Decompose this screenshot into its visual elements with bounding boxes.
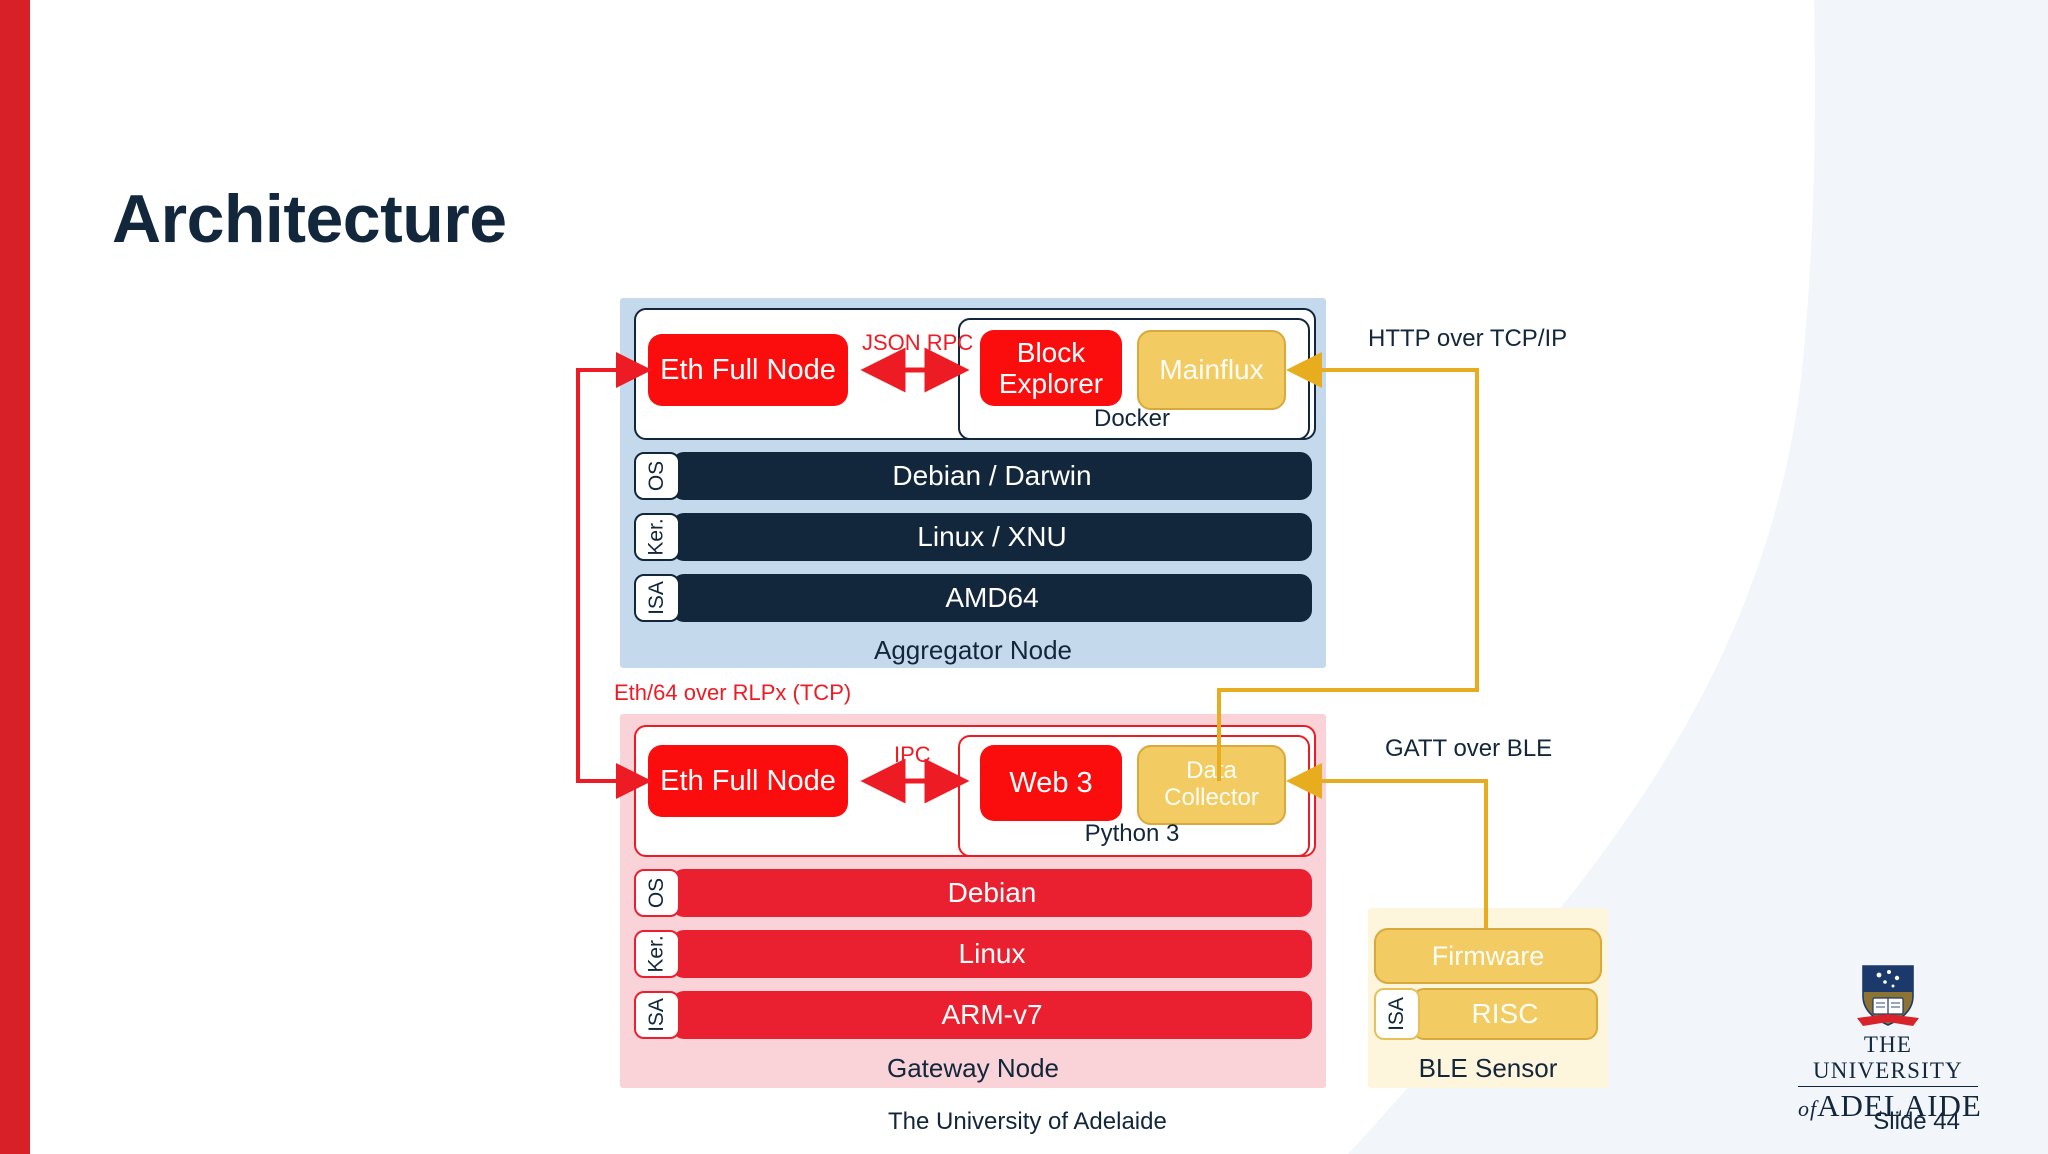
university-name-of: of	[1798, 1096, 1818, 1121]
aggregator-node-caption: Aggregator Node	[873, 635, 1073, 665]
web3-label: Web 3	[1009, 766, 1093, 799]
mainflux-label: Mainflux	[1159, 354, 1264, 386]
ble-sensor-layer-isa-tag-label: ISA	[1384, 997, 1408, 1031]
ble-sensor-layer-isa: ISA RISC	[1374, 988, 1598, 1040]
firmware-label: Firmware	[1431, 940, 1545, 971]
page-title: Architecture	[112, 181, 507, 257]
gateway-layer-isa-tag-label: ISA	[644, 998, 668, 1032]
university-crest-icon	[1857, 965, 1919, 1026]
web3-chip[interactable]: Web 3	[980, 745, 1122, 821]
aggregator-eth-full-node[interactable]: Eth Full Node	[648, 334, 848, 406]
aggregator-layer-os-value: Debian / Darwin	[892, 460, 1092, 491]
gateway-layer-kernel: Ker. Linux	[634, 930, 1312, 978]
aggregator-eth-full-node-label: Eth Full Node	[660, 353, 836, 386]
university-name-line1: THE UNIVERSITY	[1798, 1032, 1978, 1087]
ble-sensor-layer-isa-value: RISC	[1471, 998, 1539, 1029]
data-collector-chip[interactable]: Data Collector	[1137, 745, 1286, 825]
gateway-layer-os-value: Debian	[947, 877, 1037, 908]
ble-sensor-caption: BLE Sensor	[1418, 1053, 1558, 1083]
aggregator-layer-isa-body: AMD64	[672, 574, 1312, 622]
university-name-line2: ofADELAIDE	[1798, 1088, 1981, 1124]
eth64-rlpx-label: Eth/64 over RLPx (TCP)	[614, 680, 852, 705]
aggregator-layer-kernel: Ker. Linux / XNU	[634, 513, 1312, 561]
firmware-chip[interactable]: Firmware	[1374, 928, 1602, 984]
aggregator-layer-isa: ISA AMD64	[634, 574, 1312, 622]
docker-caption: Docker	[1093, 405, 1171, 432]
gatt-over-ble-label: GATT over BLE	[1385, 735, 1553, 762]
gateway-node-caption: Gateway Node	[887, 1053, 1059, 1083]
python3-caption: Python 3	[1084, 820, 1180, 847]
aggregator-layer-kernel-tag: Ker.	[634, 513, 680, 561]
http-over-tcpip-label: HTTP over TCP/IP	[1368, 325, 1568, 352]
aggregator-layer-isa-tag-label: ISA	[644, 581, 668, 615]
gateway-layer-os-tag-label: OS	[645, 877, 668, 909]
aggregator-layer-os-tag-label: OS	[645, 460, 668, 492]
block-explorer-label-line2: Explorer	[998, 368, 1104, 399]
data-collector-label-line1: Data	[1186, 757, 1237, 785]
mainflux-chip[interactable]: Mainflux	[1137, 330, 1286, 410]
json-rpc-label: JSON RPC	[862, 330, 974, 355]
aggregator-layer-os: OS Debian / Darwin	[634, 452, 1312, 500]
aggregator-layer-isa-value: AMD64	[945, 582, 1039, 613]
aggregator-layer-kernel-body: Linux / XNU	[672, 513, 1312, 561]
ble-sensor-layer-isa-body: RISC	[1412, 988, 1598, 1040]
block-explorer-label-line1: Block	[1016, 336, 1086, 368]
block-explorer-chip[interactable]: Block Explorer	[980, 330, 1122, 406]
gateway-layer-isa: ISA ARM-v7	[634, 991, 1312, 1039]
gateway-layer-isa-body: ARM-v7	[672, 991, 1312, 1039]
gateway-layer-kernel-tag: Ker.	[634, 930, 680, 978]
gateway-eth-full-node[interactable]: Eth Full Node	[648, 745, 848, 817]
aggregator-layer-os-tag: OS	[634, 452, 680, 500]
university-name-adelaide: ADELAIDE	[1817, 1088, 1982, 1123]
gateway-layer-kernel-tag-label: Ker.	[644, 935, 668, 973]
data-collector-label-line2: Collector	[1164, 784, 1259, 811]
gateway-layer-os-tag: OS	[634, 869, 680, 917]
university-logo: THE UNIVERSITY ofADELAIDE	[1798, 960, 1981, 1124]
gateway-eth-full-node-label: Eth Full Node	[660, 764, 836, 797]
ble-sensor-layer-isa-tag: ISA	[1374, 988, 1420, 1040]
gateway-layer-os-body: Debian	[672, 869, 1312, 917]
left-accent-bar	[0, 0, 30, 1154]
aggregator-layer-os-body: Debian / Darwin	[672, 452, 1312, 500]
aggregator-layer-kernel-value: Linux / XNU	[917, 521, 1067, 552]
footer-organization: The University of Adelaide	[888, 1108, 1167, 1135]
gateway-layer-os: OS Debian	[634, 869, 1312, 917]
aggregator-layer-kernel-tag-label: Ker.	[644, 518, 668, 556]
gateway-layer-isa-tag: ISA	[634, 991, 680, 1039]
gateway-layer-isa-value: ARM-v7	[941, 999, 1043, 1030]
ipc-label: IPC	[894, 742, 931, 767]
gateway-layer-kernel-body: Linux	[672, 930, 1312, 978]
gateway-layer-kernel-value: Linux	[958, 938, 1026, 969]
footer-slide-number: Slide 44	[1873, 1108, 1960, 1135]
aggregator-layer-isa-tag: ISA	[634, 574, 680, 622]
